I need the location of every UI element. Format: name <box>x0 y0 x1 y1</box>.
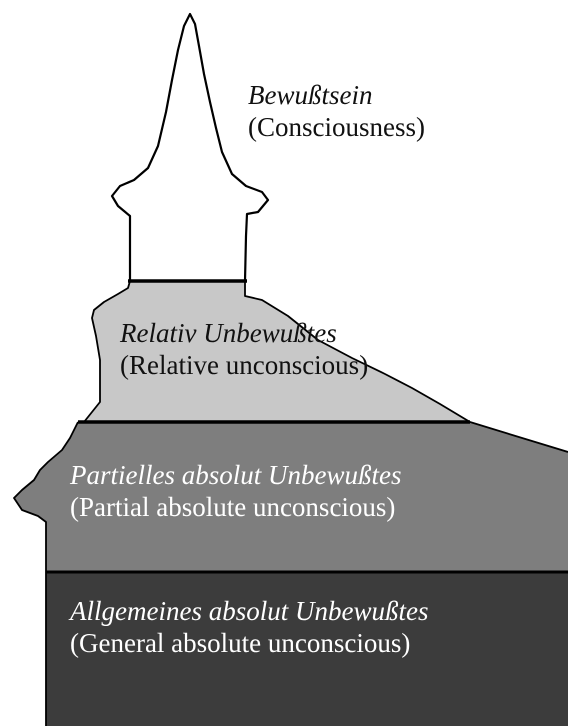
label-general-absolute-unconscious-german: Allgemeines absolut Unbewußtes <box>70 596 428 628</box>
label-general-absolute-unconscious-english: (General absolute unconscious) <box>70 628 428 660</box>
label-relative-unconscious-english: (Relative unconscious) <box>120 350 368 382</box>
label-partial-absolute-unconscious-english: (Partial absolute unconscious) <box>70 492 401 524</box>
label-general-absolute-unconscious: Allgemeines absolut Unbewußtes (General … <box>70 596 428 660</box>
label-relative-unconscious-german: Relativ Unbewußtes <box>120 318 368 350</box>
label-partial-absolute-unconscious: Partielles absolut Unbewußtes (Partial a… <box>70 460 401 524</box>
label-relative-unconscious: Relativ Unbewußtes (Relative unconscious… <box>120 318 368 382</box>
label-partial-absolute-unconscious-german: Partielles absolut Unbewußtes <box>70 460 401 492</box>
layer-consciousness <box>112 14 268 281</box>
label-consciousness-german: Bewußtsein <box>248 80 425 112</box>
label-consciousness: Bewußtsein (Consciousness) <box>248 80 425 144</box>
label-consciousness-english: (Consciousness) <box>248 112 425 144</box>
